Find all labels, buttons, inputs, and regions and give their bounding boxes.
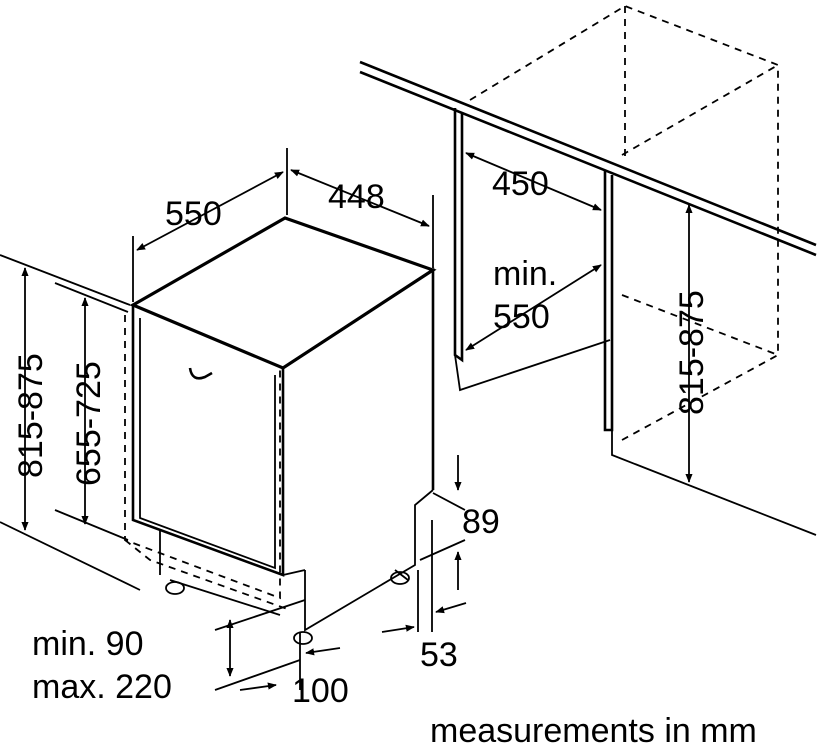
toe-depth-label: 53 (420, 636, 458, 674)
niche-height-label: 815-875 (673, 290, 711, 415)
niche-width-value-label: 550 (493, 298, 550, 336)
measurement-units-footer: measurements in mm (430, 712, 757, 750)
door-handle-icon (188, 367, 213, 380)
width-label: 448 (328, 178, 385, 216)
cabinet-niche (359, 5, 817, 536)
foot-front (293, 631, 313, 645)
plinth-min-label: min. 90 (32, 625, 144, 663)
plinth-max-label: max. 220 (32, 668, 172, 706)
depth-label: 550 (165, 195, 222, 233)
niche-depth-label: 450 (492, 165, 549, 203)
foot-left (165, 581, 185, 595)
dimension-lines (0, 148, 693, 691)
foot-right (390, 571, 410, 585)
door-height-label: 655-725 (70, 361, 108, 486)
niche-width-min-label: min. (493, 255, 557, 293)
dishwasher-body (124, 216, 437, 645)
toe-height-label: 89 (462, 503, 500, 541)
total-height-label: 815-875 (12, 353, 50, 478)
plinth-offset-label: 100 (292, 672, 349, 710)
